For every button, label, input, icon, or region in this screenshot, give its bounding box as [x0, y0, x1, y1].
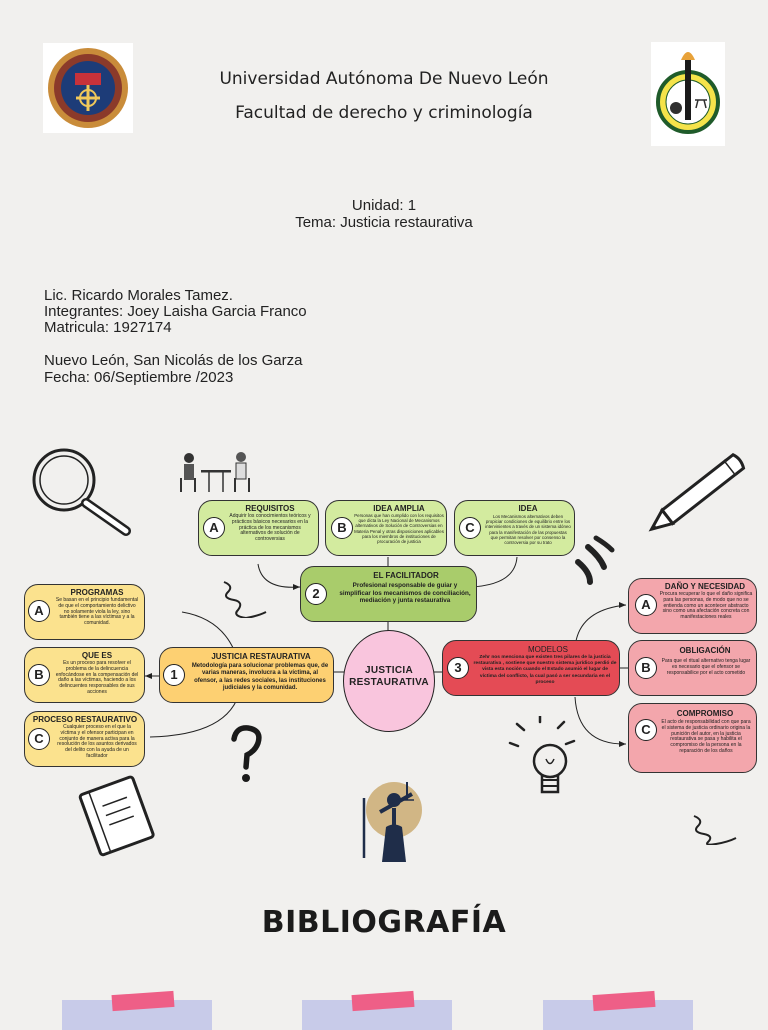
number-badge: 1 — [163, 664, 185, 686]
node-title: DAÑO Y NECESIDAD — [664, 582, 746, 591]
node-text: Metodología para solucionar problemas qu… — [191, 663, 329, 692]
number-badge: 3 — [447, 657, 469, 679]
node-text: Para que el ritual alternativo tenga lug… — [661, 658, 751, 676]
programas-node: PROGRAMAS Se basan en el principio funda… — [24, 584, 145, 640]
justicia-node: JUSTICIA RESTAURATIVA Metodología para s… — [159, 647, 334, 703]
letter-badge: B — [28, 664, 50, 686]
bibliography-title: BIBLIOGRAFÍA — [261, 905, 507, 940]
letter-badge: A — [28, 600, 50, 622]
faculty-name: Facultad de derecho y criminología — [235, 103, 533, 123]
letter-badge: A — [203, 517, 225, 539]
que-es-node: QUE ES Es un proceso para resolver el pr… — [24, 647, 145, 703]
center-title: JUSTICIA RESTAURATIVA — [349, 665, 429, 688]
modelos-node: MODELOS Zehr nos menciona que existen tr… — [442, 640, 620, 696]
node-text: Profesional responsable de guiar y simpl… — [339, 582, 471, 605]
node-title: PROCESO RESTAURATIVO — [32, 715, 138, 724]
node-title: EL FACILITADOR — [373, 571, 439, 580]
pencil-icon — [648, 452, 746, 532]
spring-icon — [223, 581, 267, 618]
letter-badge: C — [459, 517, 481, 539]
teacher-line: Lic. Ricardo Morales Tamez. — [44, 287, 233, 304]
uanl-logo-icon — [43, 43, 133, 133]
faculty-logo-icon — [651, 42, 725, 146]
node-text: Procura recuperar lo que el daño signifi… — [659, 591, 753, 621]
node-title: PROGRAMAS — [70, 588, 124, 597]
node-text: Zehr nos menciona que existen tres pilar… — [473, 655, 617, 685]
topic-line: Tema: Justicia restaurativa — [295, 214, 473, 231]
number-badge: 2 — [305, 583, 327, 605]
letter-badge: C — [28, 728, 50, 750]
letter-badge: B — [635, 657, 657, 679]
node-title: QUE ES — [81, 651, 113, 660]
unit-line: Unidad: 1 — [351, 197, 417, 214]
node-text: Es un proceso para resolver el problema … — [55, 660, 139, 695]
node-title: OBLIGACIÓN — [679, 646, 731, 655]
node-title: IDEA — [518, 504, 538, 513]
node-text: El acto de responsabilidad con que para … — [661, 719, 751, 754]
letter-badge: A — [635, 594, 657, 616]
people-table-icon — [180, 452, 250, 492]
magnifier-icon — [32, 448, 131, 536]
node-title: REQUISITOS — [245, 504, 295, 513]
date-line: Fecha: 06/Septiembre /2023 — [44, 369, 234, 386]
node-title: MODELOS — [527, 645, 568, 654]
center-node: JUSTICIA RESTAURATIVA — [343, 630, 435, 732]
spring-icon — [693, 815, 737, 845]
question-mark-icon — [231, 725, 262, 782]
lightbulb-icon — [508, 716, 576, 794]
node-title: JUSTICIA RESTAURATIVA — [211, 652, 311, 661]
facilitador-node: EL FACILITADOR Profesional responsable d… — [300, 566, 477, 622]
node-text: Personas que han cumplido con los requis… — [354, 513, 444, 545]
node-text: Los Mecanismos alternativos deben propic… — [485, 514, 571, 546]
node-title: IDEA AMPLIA — [373, 504, 425, 513]
members-line: Integrantes: Joey Laisha Garcia Franco — [44, 303, 307, 320]
justice-statue-icon — [362, 782, 422, 862]
marks-icon — [575, 535, 615, 585]
notebook-icon — [78, 775, 155, 857]
node-text: Adquirir los conocimientos teóricos y pr… — [229, 513, 311, 543]
matricula-line: Matricula: 1927174 — [44, 319, 172, 336]
university-name: Universidad Autónoma De Nuevo León — [219, 69, 549, 89]
letter-badge: B — [331, 517, 353, 539]
node-text: Se basan en el principio fundamental de … — [55, 597, 139, 627]
location-line: Nuevo León, San Nicolás de los Garza — [44, 352, 303, 369]
letter-badge: C — [635, 719, 657, 741]
node-text: Cualquier proceso en el que la víctima y… — [57, 724, 137, 759]
node-title: COMPROMISO — [676, 709, 734, 718]
